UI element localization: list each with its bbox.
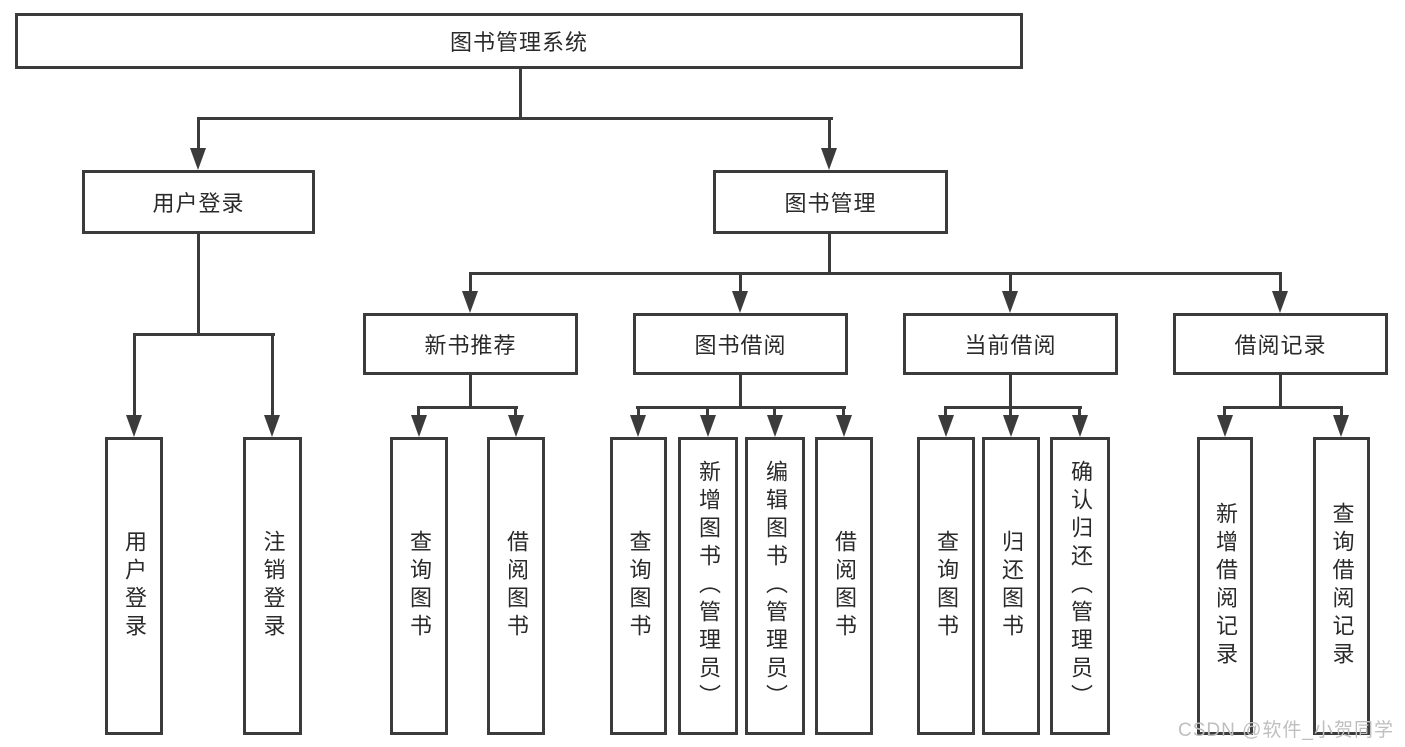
arrowhead-leaf-logout: [264, 415, 280, 437]
connector-leaf-drop: [514, 406, 517, 418]
connector-leaf-drop: [637, 406, 640, 418]
arrowhead-leaf-user-login: [126, 415, 142, 437]
arrowhead-leaf: [1217, 415, 1233, 437]
leaf-query-books-recommend: 查询图书: [390, 437, 448, 735]
connector-leaf-drop: [706, 406, 709, 418]
connector-leaf-drop: [1078, 406, 1081, 418]
node-book-management: 图书管理: [713, 170, 948, 234]
node-book-borrowing: 图书借阅: [633, 313, 848, 375]
leaf-query-books-current: 查询图书: [917, 437, 975, 735]
arrowhead-leaf: [767, 415, 783, 437]
connector-to-book-management: [828, 117, 831, 150]
arrowhead-new-book: [462, 291, 478, 313]
connector-leaf-drop: [417, 406, 420, 418]
leaf-borrow-books-recommend: 借阅图书: [487, 437, 545, 735]
connector-leaf-drop: [1223, 406, 1226, 418]
leaf-add-borrow-record: 新增借阅记录: [1197, 437, 1253, 735]
connector-leaf-drop: [842, 406, 845, 418]
connector-borrow-records-split: [1223, 406, 1343, 409]
connector-book-borrow-stem: [739, 373, 742, 408]
connector-root-branch: [197, 117, 833, 120]
leaf-query-books-borrow: 查询图书: [610, 437, 667, 735]
connector-to-book-borrow: [739, 272, 742, 293]
connector-new-book-split: [417, 406, 518, 409]
leaf-return-book: 归还图书: [982, 437, 1040, 735]
connector-book-borrow-split: [636, 406, 846, 409]
connector-leaf-drop: [1009, 406, 1012, 418]
arrowhead-leaf: [1333, 415, 1349, 437]
node-user-login: 用户登录: [82, 170, 315, 234]
node-new-book-recommend: 新书推荐: [363, 313, 578, 375]
leaf-user-login: 用户登录: [105, 437, 163, 735]
connector-to-leaf-logout: [271, 333, 274, 417]
connector-book-management-stem: [828, 233, 831, 275]
arrowhead-book-borrow: [732, 291, 748, 313]
arrowhead-leaf: [630, 415, 646, 437]
connector-user-login-stem: [197, 233, 200, 335]
leaf-confirm-return-admin: 确认归还（管理员）: [1050, 437, 1110, 735]
leaf-query-borrow-record: 查询借阅记录: [1313, 437, 1370, 735]
arrowhead-leaf: [411, 415, 427, 437]
connector-leaf-drop: [773, 406, 776, 418]
node-borrowing-records: 借阅记录: [1173, 313, 1388, 375]
connector-to-borrow-records: [1279, 272, 1282, 293]
connector-to-current-borrow: [1009, 272, 1012, 293]
arrowhead-book-management: [821, 148, 837, 170]
arrowhead-user-login: [190, 148, 206, 170]
connector-to-leaf-user-login: [133, 333, 136, 417]
connector-current-borrow-split: [944, 406, 1082, 409]
leaf-borrow-books: 借阅图书: [815, 437, 873, 735]
arrowhead-leaf: [938, 415, 954, 437]
connector-current-borrow-stem: [1009, 373, 1012, 408]
connector-borrow-records-stem: [1279, 373, 1282, 408]
arrowhead-borrow-records: [1272, 291, 1288, 313]
connector-book-management-split: [469, 272, 1282, 275]
leaf-add-book-admin: 新增图书（管理员）: [678, 437, 738, 735]
arrowhead-leaf: [1072, 415, 1088, 437]
leaf-logout: 注销登录: [243, 437, 302, 735]
arrowhead-current-borrow: [1002, 291, 1018, 313]
connector-leaf-drop: [944, 406, 947, 418]
connector-root-stem: [519, 69, 522, 118]
connector-new-book-stem: [469, 373, 472, 408]
arrowhead-leaf: [836, 415, 852, 437]
connector-to-new-book: [469, 272, 472, 293]
arrowhead-leaf: [508, 415, 524, 437]
connector-leaf-drop: [1340, 406, 1343, 418]
node-current-borrowing: 当前借阅: [903, 313, 1118, 375]
connector-to-user-login: [197, 117, 200, 150]
node-library-management-system: 图书管理系统: [15, 13, 1023, 69]
connector-user-login-split: [133, 333, 275, 336]
arrowhead-leaf: [700, 415, 716, 437]
watermark: CSDN @软件_小贺同学: [1178, 720, 1394, 741]
leaf-edit-book-admin: 编辑图书（管理员）: [745, 437, 805, 735]
arrowhead-leaf: [1003, 415, 1019, 437]
